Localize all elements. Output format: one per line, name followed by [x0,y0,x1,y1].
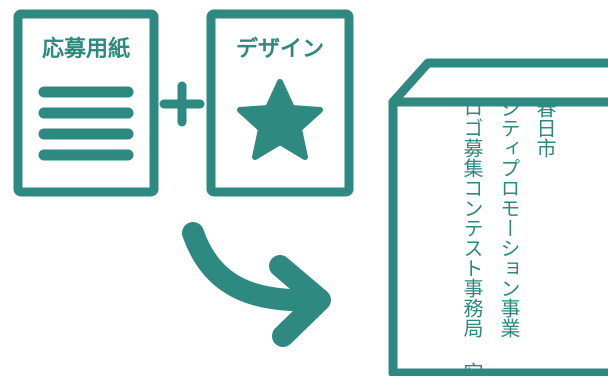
curved-arrow-icon [182,222,331,347]
address-line-2: シティプロモーション事業 [497,98,521,338]
form-card-frame [13,9,159,197]
plus-icon [159,81,205,127]
document-lines-icon [38,86,134,161]
design-card: デザイン [206,9,354,197]
address-line-1: 春日市 [533,98,557,158]
form-card: 応募用紙 [13,9,159,197]
envelope-icon [388,58,608,376]
arrow-shaft [182,222,329,312]
design-card-title: デザイン [236,36,324,62]
address-line-3: ロゴ募集コンテスト事務局 宛 [460,98,484,376]
design-card-frame [206,9,354,197]
star-icon [237,79,323,160]
form-card-title: 応募用紙 [42,36,130,62]
arrow-head [269,255,331,347]
